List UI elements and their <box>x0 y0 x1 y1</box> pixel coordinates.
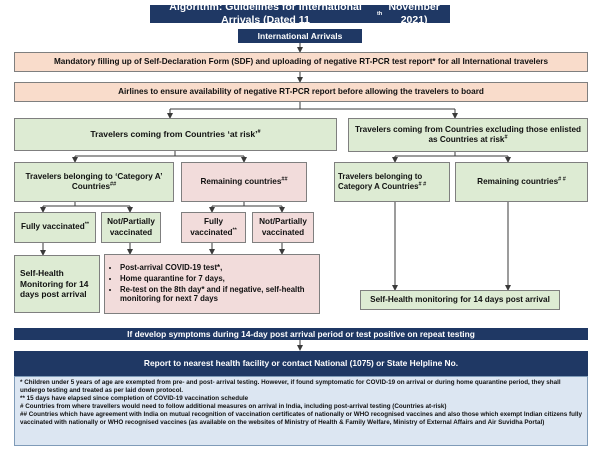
report-label: Report to nearest health facility or con… <box>143 358 459 369</box>
post-arrival-steps-list: Post-arrival COVID-19 test*, Home quaran… <box>108 263 316 305</box>
title-end: November 2021) <box>388 0 440 26</box>
remaining-right-node: Remaining countries# # <box>455 162 588 202</box>
symptoms-label: If develop symptoms during 14-day post a… <box>127 328 475 339</box>
footnote: # Countries from where travellers would … <box>20 403 447 411</box>
fully-vaccinated-2-node: Fully vaccinated** <box>181 212 246 243</box>
not-partially-2-node: Not/Partially vaccinated <box>252 212 314 243</box>
excluding-label: Travelers coming from Countries excludin… <box>354 124 582 144</box>
self-health-right-node: Self-Health monitoring for 14 days post … <box>360 290 560 310</box>
fully-vaccinated-1-label: Fully vaccinated <box>21 222 85 232</box>
page-title: Algorithm: Guidelines for International … <box>150 1 450 26</box>
post-arrival-step: Re-test on the 8th day* and if negative,… <box>120 285 316 304</box>
excluding-node: Travelers coming from Countries excludin… <box>348 118 588 152</box>
remaining-left-node: Remaining countries## <box>181 162 307 202</box>
at-risk-label: Travelers coming from Countries ‘at risk… <box>90 129 258 140</box>
airlines-node: Airlines to ensure availability of negat… <box>14 82 588 102</box>
remaining-left-label: Remaining countries <box>200 176 282 186</box>
title-main: Algorithm: Guidelines for International … <box>169 0 362 26</box>
airlines-label: Airlines to ensure availability of negat… <box>118 86 484 96</box>
sdf-node: Mandatory filling up of Self-Declaration… <box>14 52 588 72</box>
international-arrivals-node: International Arrivals <box>238 29 362 43</box>
category-a-right-sup: # # <box>418 181 427 188</box>
at-risk-node: Travelers coming from Countries ‘at risk… <box>14 118 337 151</box>
remaining-right-sup: # # <box>558 176 566 183</box>
category-a-left-sup: ## <box>110 181 117 188</box>
self-health-right-label: Self-Health monitoring for 14 days post … <box>370 294 550 304</box>
symptoms-node: If develop symptoms during 14-day post a… <box>14 328 588 340</box>
fully-vaccinated-1-sup: ** <box>84 221 89 228</box>
fully-vaccinated-2-label: Fully vaccinated <box>190 217 233 237</box>
footnotes-panel: * Children under 5 years of age are exem… <box>14 376 588 446</box>
report-node: Report to nearest health facility or con… <box>14 351 588 376</box>
fully-vaccinated-2-sup: ** <box>232 226 237 233</box>
not-partially-1-node: Not/Partially vaccinated <box>101 212 161 243</box>
category-a-left-label: Travelers belonging to ‘Category A’ Coun… <box>25 171 163 191</box>
footnote: * Children under 5 years of age are exem… <box>20 379 561 394</box>
category-a-left-node: Travelers belonging to ‘Category A’ Coun… <box>14 162 174 202</box>
category-a-right-label: Travelers belonging to Category A Countr… <box>338 172 423 191</box>
footnote: ** 15 days have elapsed since completion… <box>20 394 249 402</box>
fully-vaccinated-1-node: Fully vaccinated** <box>14 212 96 243</box>
not-partially-2-label: Not/Partially vaccinated <box>259 217 307 237</box>
sdf-label: Mandatory filling up of Self-Declaration… <box>53 56 549 66</box>
remaining-left-sup: ## <box>281 176 288 183</box>
post-arrival-step: Post-arrival COVID-19 test*, <box>120 263 316 273</box>
footnote: ## Countries which have agreement with I… <box>20 411 582 426</box>
category-a-right-node: Travelers belonging to Category A Countr… <box>334 162 450 202</box>
self-health-14-label: Self-Health Monitoring for 14 days post … <box>20 268 89 300</box>
post-arrival-steps-node: Post-arrival COVID-19 test*, Home quaran… <box>104 254 320 314</box>
international-arrivals-label: International Arrivals <box>257 30 343 41</box>
at-risk-sup: # <box>257 129 261 136</box>
self-health-14-node: Self-Health Monitoring for 14 days post … <box>14 255 100 313</box>
remaining-right-label: Remaining countries <box>477 176 559 186</box>
not-partially-1-label: Not/Partially vaccinated <box>107 217 155 237</box>
post-arrival-step: Home quarantine for 7 days, <box>120 274 316 284</box>
excluding-sup: # <box>504 134 508 141</box>
